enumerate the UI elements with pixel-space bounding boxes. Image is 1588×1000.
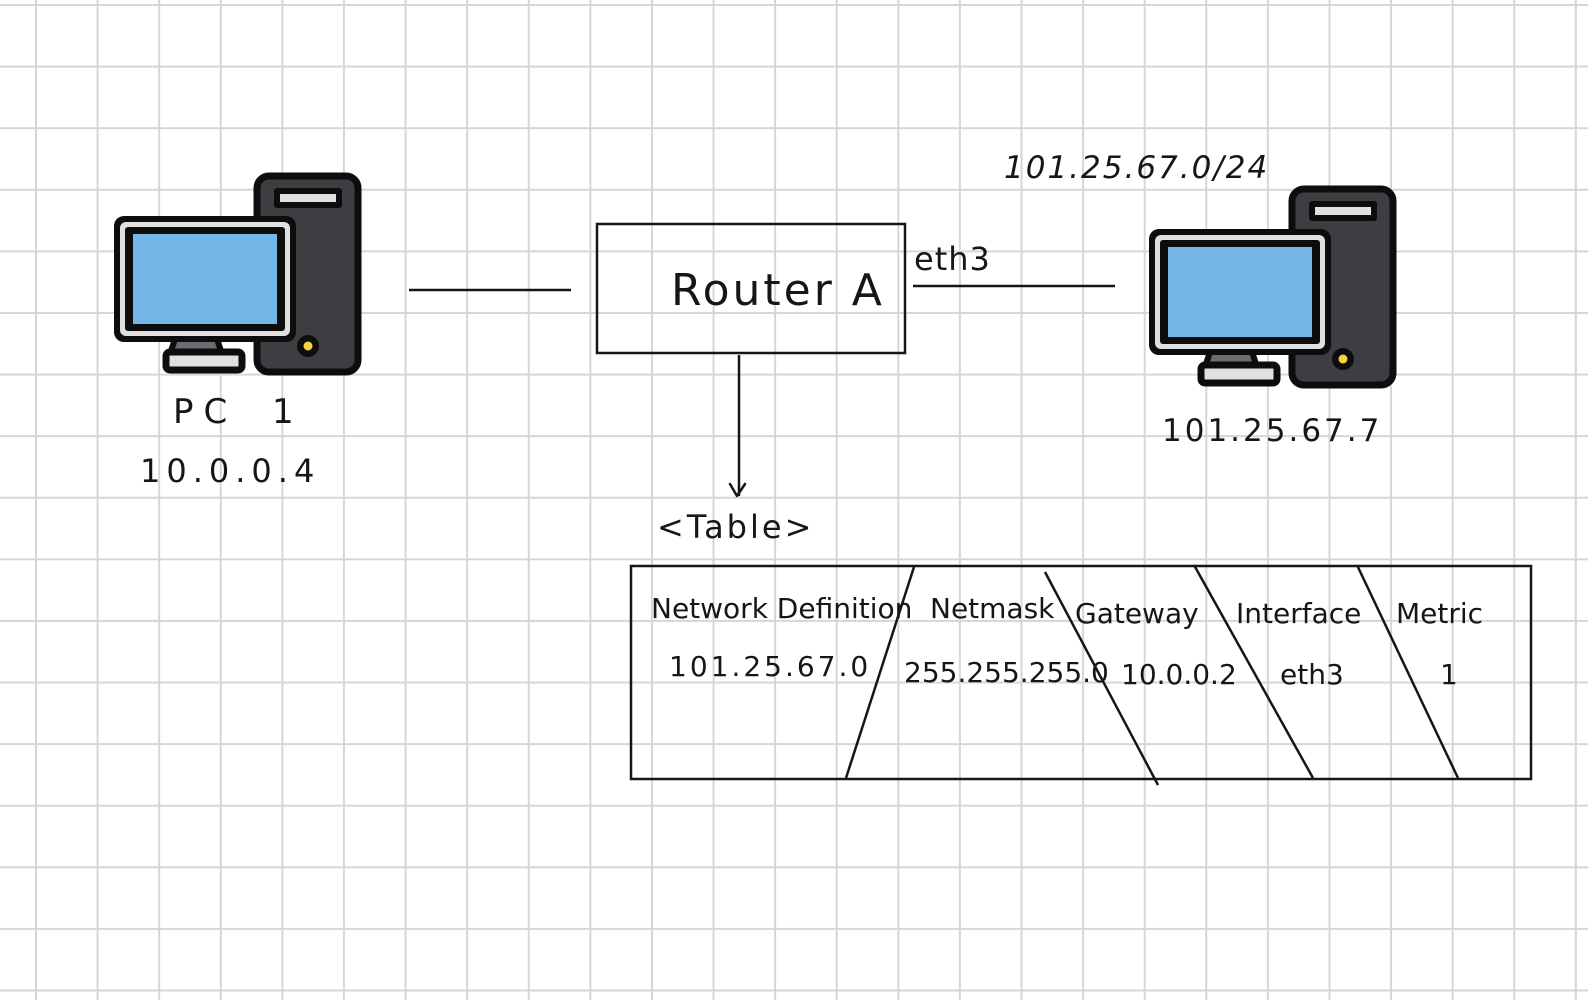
pc1-label: PC 1 — [173, 392, 304, 432]
power-led-light — [1338, 354, 1348, 364]
pc2-subnet-label: 101.25.67.0/24 — [1004, 150, 1270, 186]
table-divider-2 — [1043, 571, 1160, 786]
router-box[interactable] — [595, 222, 907, 355]
pc2-ip: 101.25.67.7 — [1162, 413, 1383, 449]
table-caption: <Table> — [657, 508, 815, 546]
pc2-computer-icon[interactable] — [1145, 185, 1397, 389]
routing-table-frame — [629, 564, 1533, 781]
router-label: Router A — [671, 265, 885, 316]
monitor-screen — [1168, 247, 1312, 337]
table-cell-gateway: 10.0.0.2 — [1121, 658, 1237, 691]
table-divider-3 — [1192, 564, 1315, 779]
table-cell-netmask: 255.255.255.0 — [904, 656, 1109, 689]
pc1-computer-icon[interactable] — [110, 172, 362, 376]
table-header-gateway: Gateway — [1075, 597, 1199, 630]
router-interface-label: eth3 — [914, 240, 991, 278]
table-cell-interface: eth3 — [1280, 658, 1344, 691]
table-header-metric: Metric — [1396, 597, 1484, 630]
power-led-light — [303, 341, 313, 351]
table-header-interface: Interface — [1236, 597, 1362, 630]
arrow-head-icon — [728, 482, 747, 498]
monitor-base — [1197, 361, 1281, 387]
table-header-netmask: Netmask — [930, 592, 1055, 625]
pc1-ip: 10.0.0.4 — [140, 452, 321, 490]
table-divider-1 — [844, 566, 916, 779]
table-cell-network: 101.25.67.0 — [669, 650, 872, 683]
table-divider-4 — [1355, 564, 1460, 779]
monitor-base — [162, 348, 246, 374]
tower-drive-slot — [1315, 207, 1371, 215]
tower-drive-slot — [280, 194, 336, 202]
monitor-screen — [133, 234, 277, 324]
table-cell-metric: 1 — [1440, 658, 1459, 691]
table-header-network-definition: Network Definition — [651, 592, 913, 625]
